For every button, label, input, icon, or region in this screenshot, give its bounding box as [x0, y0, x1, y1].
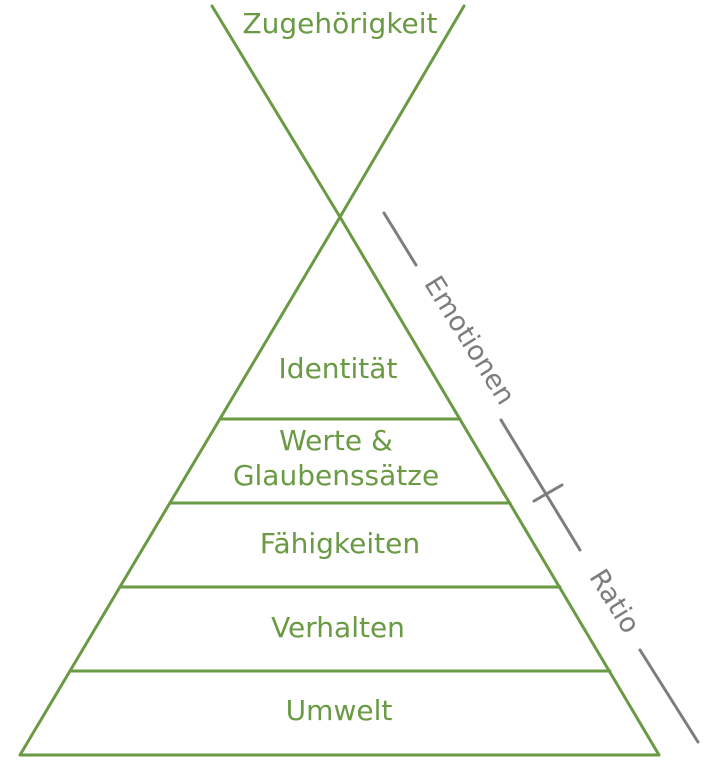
level-label-werte-line1: Werte & — [279, 424, 393, 457]
scale-segment-top — [382, 211, 418, 267]
scale-label-emotionen: Emotionen — [418, 271, 521, 411]
upper-triangle-left-edge — [210, 4, 342, 219]
scale-segment-middle — [499, 418, 582, 552]
top-label: Zugehörigkeit — [242, 7, 437, 40]
scale-segment-bottom — [638, 648, 700, 744]
scale-tick — [532, 483, 564, 503]
level-label-faehigkeiten: Fähigkeiten — [260, 527, 420, 560]
level-label-werte-line2: Glaubenssätze — [233, 459, 439, 492]
level-label-umwelt: Umwelt — [286, 694, 393, 727]
scale-label-ratio: Ratio — [583, 564, 646, 639]
level-label-identitaet: Identität — [279, 352, 398, 385]
upper-triangle-right-edge — [338, 4, 466, 219]
level-label-verhalten: Verhalten — [271, 611, 405, 644]
pyramid-outline — [18, 215, 661, 757]
